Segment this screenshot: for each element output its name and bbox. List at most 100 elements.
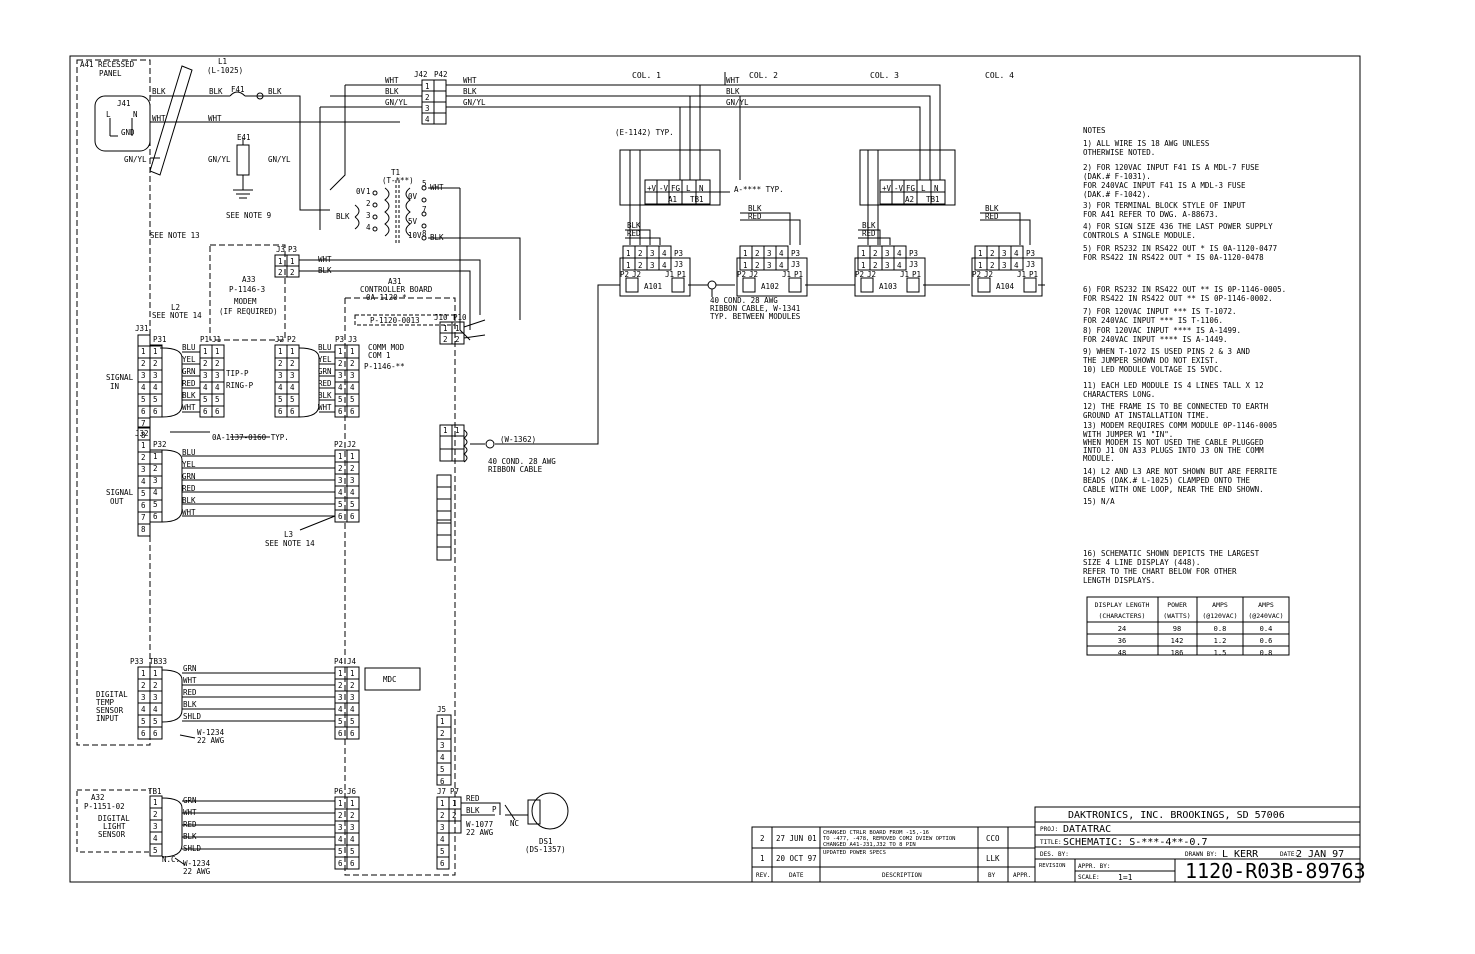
wire-color-label: SHLD <box>183 712 202 721</box>
note-line: CABLE WITH ONE LOOP, NEAR THE END SHOWN. <box>1083 485 1264 494</box>
pin-number: 7 <box>141 419 146 428</box>
wire-color-label: RED <box>182 484 196 493</box>
note-line: 11) EACH LED MODULE IS 4 LINES TALL X 12 <box>1083 381 1264 390</box>
table-cell: 186 <box>1171 649 1184 657</box>
table-cell: 36 <box>1118 637 1126 645</box>
note-line: FOR RS422 IN RS422 OUT * IS 0A-1120-0478 <box>1083 253 1264 262</box>
module-j3: J3 <box>791 260 800 269</box>
j41-l: L <box>106 110 111 119</box>
pin-number: 4 <box>153 705 158 714</box>
module-p1: P1 <box>1029 270 1038 279</box>
note-line: 5) FOR RS232 IN RS422 OUT * IS 0A-1120-0… <box>1083 244 1277 253</box>
module-name: A101 <box>644 282 662 291</box>
digital-temp-4: INPUT <box>96 714 119 723</box>
module-pin: 1 <box>978 249 983 258</box>
wire-color-label: GRN <box>182 367 196 376</box>
j4-label: J4 <box>347 657 357 666</box>
module-j3: J3 <box>674 260 683 269</box>
note-line: SIZE 4 LINE DISPLAY (448). <box>1083 558 1200 567</box>
table-cell: 0.8 <box>1260 649 1273 657</box>
pin-number: 3 <box>338 476 343 485</box>
a32-tb1: TB1 <box>148 787 162 796</box>
a41-panel-outline <box>76 59 151 746</box>
module-pin: 3 <box>767 261 772 270</box>
note-line: FOR 240VAC INPUT **** IS A-1449. <box>1083 335 1228 344</box>
mdc-label: MDC <box>383 675 397 684</box>
a31-part: 0A-1120-* <box>366 293 407 302</box>
wire-blk-j42r: BLK <box>463 87 477 96</box>
rev-2-desc-2: TO -477, -478, REMOVED COM2 DVIEW OPTION <box>823 836 955 842</box>
pin-number: 1 <box>153 452 158 461</box>
pin-number: 3 <box>440 823 445 832</box>
t1-pin-8: 8 <box>422 229 427 238</box>
t1-pin-0v-r: 0V <box>408 192 418 201</box>
rev-header-by: BY <box>988 872 996 879</box>
pin-number: 1 <box>203 347 208 356</box>
ribbon-cable-1: 40 COND. 28 AWG <box>488 457 556 466</box>
company-name: DAKTRONICS, INC. BROOKINGS, SD 57006 <box>1068 810 1285 821</box>
note-line: BEADS (DAK.# L-1025) CLAMPED ONTO THE <box>1083 476 1251 485</box>
module-pin: 2 <box>638 249 643 258</box>
pin-number: 6 <box>153 407 158 416</box>
note-line: THE JUMPER SHOWN DO NOT EXIST. <box>1083 356 1218 365</box>
j5-label: J5 <box>437 705 446 714</box>
a33-modem: MODEM <box>234 297 257 306</box>
wire-color-label: GRN <box>183 664 197 673</box>
module-pin: 4 <box>1014 249 1019 258</box>
pin-number: 1 <box>278 257 283 266</box>
tip-label: TIP-P <box>226 369 249 378</box>
pin-number: 5 <box>203 395 208 404</box>
rev-1-date: 20 OCT 97 <box>776 854 817 863</box>
pin-number: 1 <box>440 717 445 726</box>
note-line: 6) FOR RS232 IN RS422 OUT ** IS 0P-1146-… <box>1083 285 1286 294</box>
pin-number: 2 <box>290 359 295 368</box>
ribbon-note-1: 40 COND. 28 AWG <box>710 296 778 305</box>
pin-number: 2 <box>141 359 146 368</box>
pin-number: 5 <box>350 500 355 509</box>
rev-2-number: 2 <box>760 834 765 843</box>
module-pin: 1 <box>626 261 631 270</box>
col-3-label: COL. 3 <box>870 71 899 80</box>
wire-color-label: BLK <box>183 700 197 709</box>
pin-number: 3 <box>350 823 355 832</box>
pin-number: 3 <box>153 476 158 485</box>
pin-number: 2 <box>440 811 445 820</box>
ds1-part: (DS-1357) <box>525 845 566 854</box>
a33-if-required: (IF REQUIRED) <box>219 307 278 316</box>
wire-red-m2: RED <box>748 212 762 221</box>
wire-color-labels: BLUYELGRNREDBLKWHTBLUYELGRNREDBLKWHTBLUY… <box>182 343 332 853</box>
t1-pin-0v: 0V <box>356 187 366 196</box>
table-cell: 24 <box>1118 625 1126 633</box>
col-1-label: COL. 1 <box>632 71 661 80</box>
note-line: CHARACTERS LONG. <box>1083 390 1155 399</box>
pin-number: 6 <box>350 512 355 521</box>
note-line: REFER TO THE CHART BELOW FOR OTHER <box>1083 567 1237 576</box>
wire-gnyl-2: GN/YL <box>208 155 231 164</box>
tb-plus-v-1: +V <box>647 184 657 193</box>
table-cell: 98 <box>1173 625 1181 633</box>
a33-blk: BLK <box>318 266 332 275</box>
pin-number: 5 <box>338 847 343 856</box>
pin-number: 6 <box>278 407 283 416</box>
module-pin: 4 <box>662 261 667 270</box>
see-note-9: SEE NOTE 9 <box>226 211 271 220</box>
ribbon-note-3: TYP. BETWEEN MODULES <box>710 312 801 321</box>
pin-number: 1 <box>141 669 146 678</box>
project-name: DATATRAC <box>1063 824 1111 835</box>
wire-color-label: WHT <box>182 403 196 412</box>
pin-number: 4 <box>203 383 208 392</box>
note-line: 3) FOR TERMINAL BLOCK STYLE OF INPUT <box>1083 201 1246 210</box>
note-line: 15) N/A <box>1083 497 1115 506</box>
wire-wht-1: WHT <box>152 114 166 123</box>
signal-out-2: OUT <box>110 497 124 506</box>
pin-number: 6 <box>153 512 158 521</box>
pin-number: 4 <box>338 705 343 714</box>
pin-number: 5 <box>153 846 158 855</box>
a33-modem-outline <box>209 244 286 341</box>
a33-j3: J3 <box>276 245 285 254</box>
oa-typ-label: 0A-1137-0160 TYP. <box>212 433 289 442</box>
t1-blk: BLK <box>430 233 444 242</box>
module-pin: 3 <box>650 261 655 270</box>
pin-number: 5 <box>350 717 355 726</box>
